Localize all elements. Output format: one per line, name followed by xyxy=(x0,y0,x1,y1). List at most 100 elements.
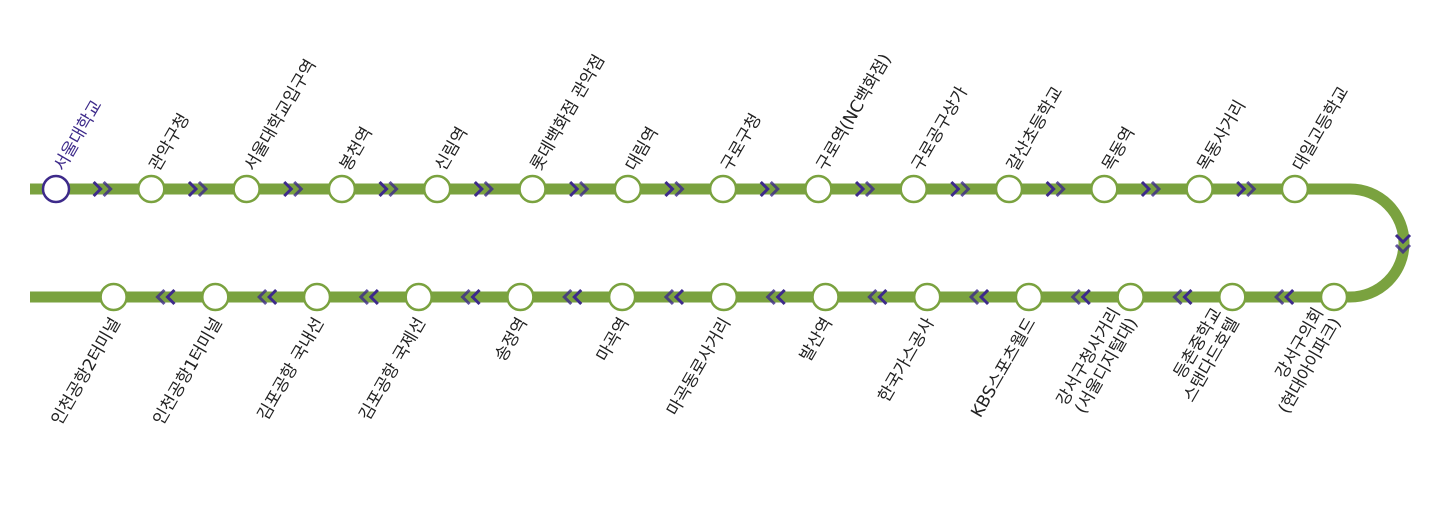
stop-marker[interactable] xyxy=(613,174,643,204)
stop-label: 인천공항1터미널 xyxy=(149,315,226,429)
stop-top-2[interactable]: 서울대학교입구역 xyxy=(232,56,321,204)
arrow-right-icon xyxy=(854,180,866,198)
stop-marker[interactable] xyxy=(811,282,840,312)
arrow-down-icon xyxy=(1394,243,1412,255)
arrow-left-icon xyxy=(765,288,776,306)
arrow-left-icon xyxy=(1070,288,1081,306)
arrow-right-icon xyxy=(187,180,199,198)
stop-marker[interactable] xyxy=(1014,282,1044,312)
stop-marker[interactable] xyxy=(1280,174,1310,204)
stop-marker[interactable] xyxy=(404,282,433,312)
stop-marker[interactable] xyxy=(1218,282,1247,312)
stop-marker[interactable] xyxy=(607,282,637,312)
arrow-left-icon xyxy=(1182,288,1193,306)
arrow-left-icon xyxy=(877,288,888,306)
arrow-right-icon xyxy=(769,180,780,198)
stop-label: 갈산초등학교 xyxy=(1003,83,1067,174)
stop-marker[interactable] xyxy=(137,174,166,204)
arrow-left-icon xyxy=(470,288,481,306)
stop-label: 강서구의회(현대아이파크) xyxy=(1257,305,1345,418)
arrow-right-icon xyxy=(388,180,399,198)
arrow-right-icon xyxy=(759,180,770,198)
stop-label: 구로공구상가 xyxy=(908,83,972,175)
stop-label: 목동사거리 xyxy=(1194,97,1250,175)
current-stop-marker[interactable] xyxy=(41,174,71,204)
arrow-left-icon xyxy=(968,288,980,306)
stop-marker[interactable] xyxy=(232,174,261,204)
arrow-right-icon xyxy=(378,180,389,198)
stop-label: 구로역(NC백화점) xyxy=(813,50,896,174)
arrow-right-icon xyxy=(864,180,876,198)
stop-label: 서울대학교입구역 xyxy=(241,56,321,174)
arrow-right-icon xyxy=(1150,180,1162,198)
arrow-right-icon xyxy=(92,180,103,198)
stop-marker[interactable] xyxy=(302,282,332,312)
stop-label: 김포공항 국제선 xyxy=(355,315,430,424)
arrow-left-icon xyxy=(1274,288,1285,306)
stop-top-8[interactable]: 구로역(NC백화점) xyxy=(804,50,896,204)
stop-marker[interactable] xyxy=(99,282,128,312)
stop-label: 신림역 xyxy=(431,124,472,175)
arrow-right-icon xyxy=(483,180,494,198)
stop-marker[interactable] xyxy=(422,174,452,204)
stop-label: 봉천역 xyxy=(336,124,377,175)
arrow-left-icon xyxy=(562,288,573,306)
arrow-right-icon xyxy=(960,180,971,198)
stop-bottom-10[interactable]: 김포공항 국내선 xyxy=(254,282,332,424)
stop-label: 관악구청 xyxy=(146,110,195,174)
stop-bottom-12[interactable]: 인천공항2터미널 xyxy=(48,282,128,429)
stop-marker[interactable] xyxy=(994,174,1024,204)
stop-marker[interactable] xyxy=(899,174,928,204)
stop-bottom-9[interactable]: 김포공항 국제선 xyxy=(355,282,433,424)
stop-label: 마곡역 xyxy=(593,315,634,366)
arrow-left-icon xyxy=(673,288,685,306)
stop-marker[interactable] xyxy=(327,174,357,204)
stop-marker[interactable] xyxy=(1090,174,1119,204)
stop-label: 서울대학교 xyxy=(50,97,106,175)
stop-bottom-2[interactable]: 강서구청사거리(서울디지털대) xyxy=(1053,282,1145,419)
stop-label: 발산역 xyxy=(796,315,837,366)
stop-marker[interactable] xyxy=(1319,282,1349,312)
stop-marker[interactable] xyxy=(201,282,230,312)
stop-top-5[interactable]: 롯데백화점 관악점 xyxy=(518,51,610,204)
arrow-left-icon xyxy=(775,288,786,306)
stop-label: KBS스포츠월드 xyxy=(967,315,1040,422)
stop-bottom-0[interactable]: 강서구의회(현대아이파크) xyxy=(1257,282,1349,418)
arrow-left-icon xyxy=(978,288,990,306)
stop-bottom-6[interactable]: 마곡동로사거리 xyxy=(663,282,739,420)
direction-arrows xyxy=(92,180,1412,306)
stop-bottom-11[interactable]: 인천공항1터미널 xyxy=(149,282,230,429)
arrow-left-icon xyxy=(165,288,176,306)
stop-label: 김포공항 국내선 xyxy=(254,315,329,424)
stop-marker[interactable] xyxy=(1116,282,1145,312)
stop-label: 마곡동로사거리 xyxy=(663,315,735,420)
stop-marker[interactable] xyxy=(506,282,535,312)
arrow-left-icon xyxy=(155,288,166,306)
stop-marker[interactable] xyxy=(804,174,833,204)
arrow-down-icon xyxy=(1394,233,1412,245)
arrow-right-icon xyxy=(674,180,685,198)
stop-marker[interactable] xyxy=(709,282,739,312)
stop-label: 송정역 xyxy=(491,315,532,366)
arrow-right-icon xyxy=(102,180,113,198)
stop-label: 롯데백화점 관악점 xyxy=(527,51,610,174)
arrow-right-icon xyxy=(569,180,580,198)
route-line xyxy=(30,183,1410,303)
stop-label: 목동역 xyxy=(1099,124,1140,175)
arrow-right-icon xyxy=(1045,180,1056,198)
arrow-left-icon xyxy=(1172,288,1183,306)
stop-label: 인천공항2터미널 xyxy=(48,315,125,429)
stop-marker[interactable] xyxy=(912,282,942,312)
arrow-right-icon xyxy=(1140,180,1152,198)
stop-marker[interactable] xyxy=(708,174,738,204)
arrow-right-icon xyxy=(1055,180,1066,198)
stop-marker[interactable] xyxy=(518,174,547,204)
stop-bottom-3[interactable]: KBS스포츠월드 xyxy=(967,282,1044,422)
stop-label: 한국가스공사 xyxy=(874,314,938,406)
arrow-left-icon xyxy=(358,288,369,306)
stop-label: 대일고등학교 xyxy=(1289,83,1353,174)
stop-marker[interactable] xyxy=(1185,174,1214,204)
stop-label: 구로구청 xyxy=(717,110,766,174)
arrow-right-icon xyxy=(950,180,961,198)
